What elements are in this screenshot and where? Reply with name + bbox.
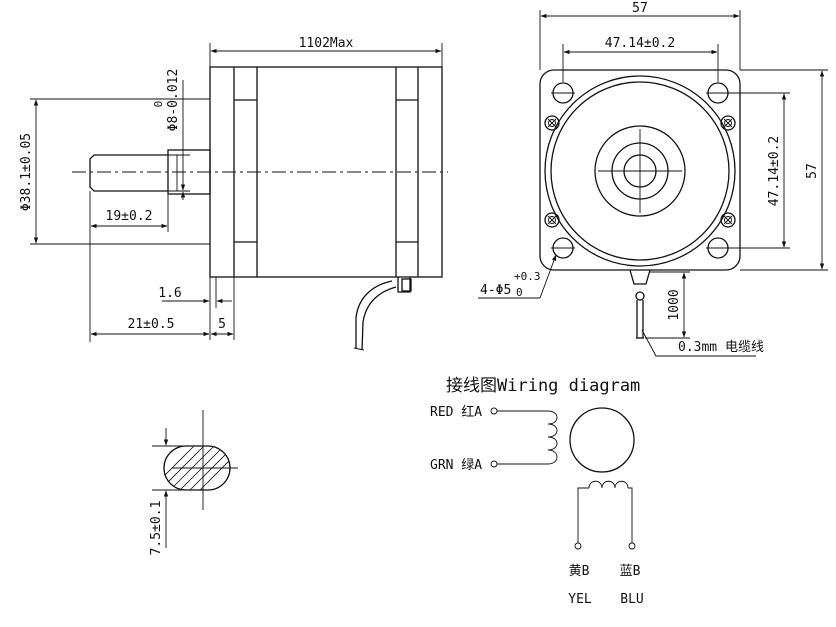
terminal-b-bar-en: BLU <box>620 592 643 607</box>
cable-connector <box>401 278 412 292</box>
wiring-title: 接线图Wiring diagram <box>446 376 640 396</box>
boss-circle <box>594 125 686 217</box>
shaft-outline <box>89 154 168 192</box>
terminal-b-bar-label: 蓝B <box>620 564 641 579</box>
hole-tol-upper: +0.3 <box>514 270 541 283</box>
shaft-section: 7.5±0.1 <box>149 410 238 556</box>
shaft-dia-tol-upper: 0 <box>152 101 165 108</box>
coil-b <box>588 480 629 489</box>
terminal-b-en: YEL <box>568 592 592 607</box>
cable-wire-1 <box>355 280 393 348</box>
cable-wire-2 <box>361 286 397 351</box>
terminal-a-bar-label: GRN 绿A <box>430 458 482 473</box>
section-outline <box>163 445 231 491</box>
terminal-b-bar-dot <box>628 542 636 550</box>
screw-tl <box>544 115 560 131</box>
screw-br <box>720 212 736 228</box>
shaft-length-dim: 19±0.2 <box>106 209 153 224</box>
flat-dim: 7.5±0.1 <box>149 501 164 556</box>
flange-thickness-dim: 1.6 <box>158 286 181 301</box>
pilot-circle-inner <box>550 81 730 261</box>
hole-leader <box>539 254 557 299</box>
cable-exit <box>397 277 411 293</box>
hole-tol-lower: 0 <box>516 286 523 299</box>
section-hatch <box>164 446 230 490</box>
terminal-b-dot <box>574 542 582 550</box>
terminal-a-dot <box>490 407 498 415</box>
coil-a <box>547 410 558 465</box>
hole-spacing-h-dim: 47.14±0.2 <box>605 36 675 51</box>
wiring-diagram: 接线图Wiring diagram RED 红A GRN 绿A 黄B YEL 蓝… <box>430 376 644 607</box>
front-cable-grommet <box>635 291 645 301</box>
rotor-symbol <box>569 407 635 473</box>
coil-b-wire-right <box>628 487 633 543</box>
front-cable-exit <box>629 269 651 285</box>
front-square <box>539 69 741 271</box>
cable-note: 0.3mm 电缆线 <box>678 339 764 355</box>
cable-tip <box>353 347 365 351</box>
cable-note-leader <box>641 329 756 357</box>
shaft-dia-dim: Φ8-0.012 <box>166 69 181 132</box>
pilot-circle-outer <box>544 75 736 267</box>
width-dim: 57 <box>632 1 648 16</box>
length-dim: 1102Max <box>299 36 354 51</box>
flange-step-dim: 5 <box>218 317 226 332</box>
hole-spacing-v-dim: 47.14±0.2 <box>767 136 782 206</box>
front-view: 57 47.14±0.2 47.14±0.2 57 4-Φ5 +0.3 0 10… <box>478 1 828 357</box>
screw-bl <box>544 212 560 228</box>
cable-length-dim: 1000 <box>667 289 682 320</box>
side-view: 1102Max Φ38.1±0.05 Φ8-0.012 0 19±0.2 1.6… <box>19 36 448 351</box>
terminal-a-bar-dot <box>490 460 498 468</box>
terminal-b-label: 黄B <box>569 564 590 579</box>
coil-b-wire-left <box>577 487 589 543</box>
hole-dim: 4-Φ5 <box>480 283 511 298</box>
terminal-a-label: RED 红A <box>430 404 482 420</box>
screw-tr <box>720 115 736 131</box>
flange-dia-dim: Φ38.1±0.05 <box>19 133 34 211</box>
shaft-total-dim: 21±0.5 <box>128 317 175 332</box>
height-dim: 57 <box>805 163 820 179</box>
